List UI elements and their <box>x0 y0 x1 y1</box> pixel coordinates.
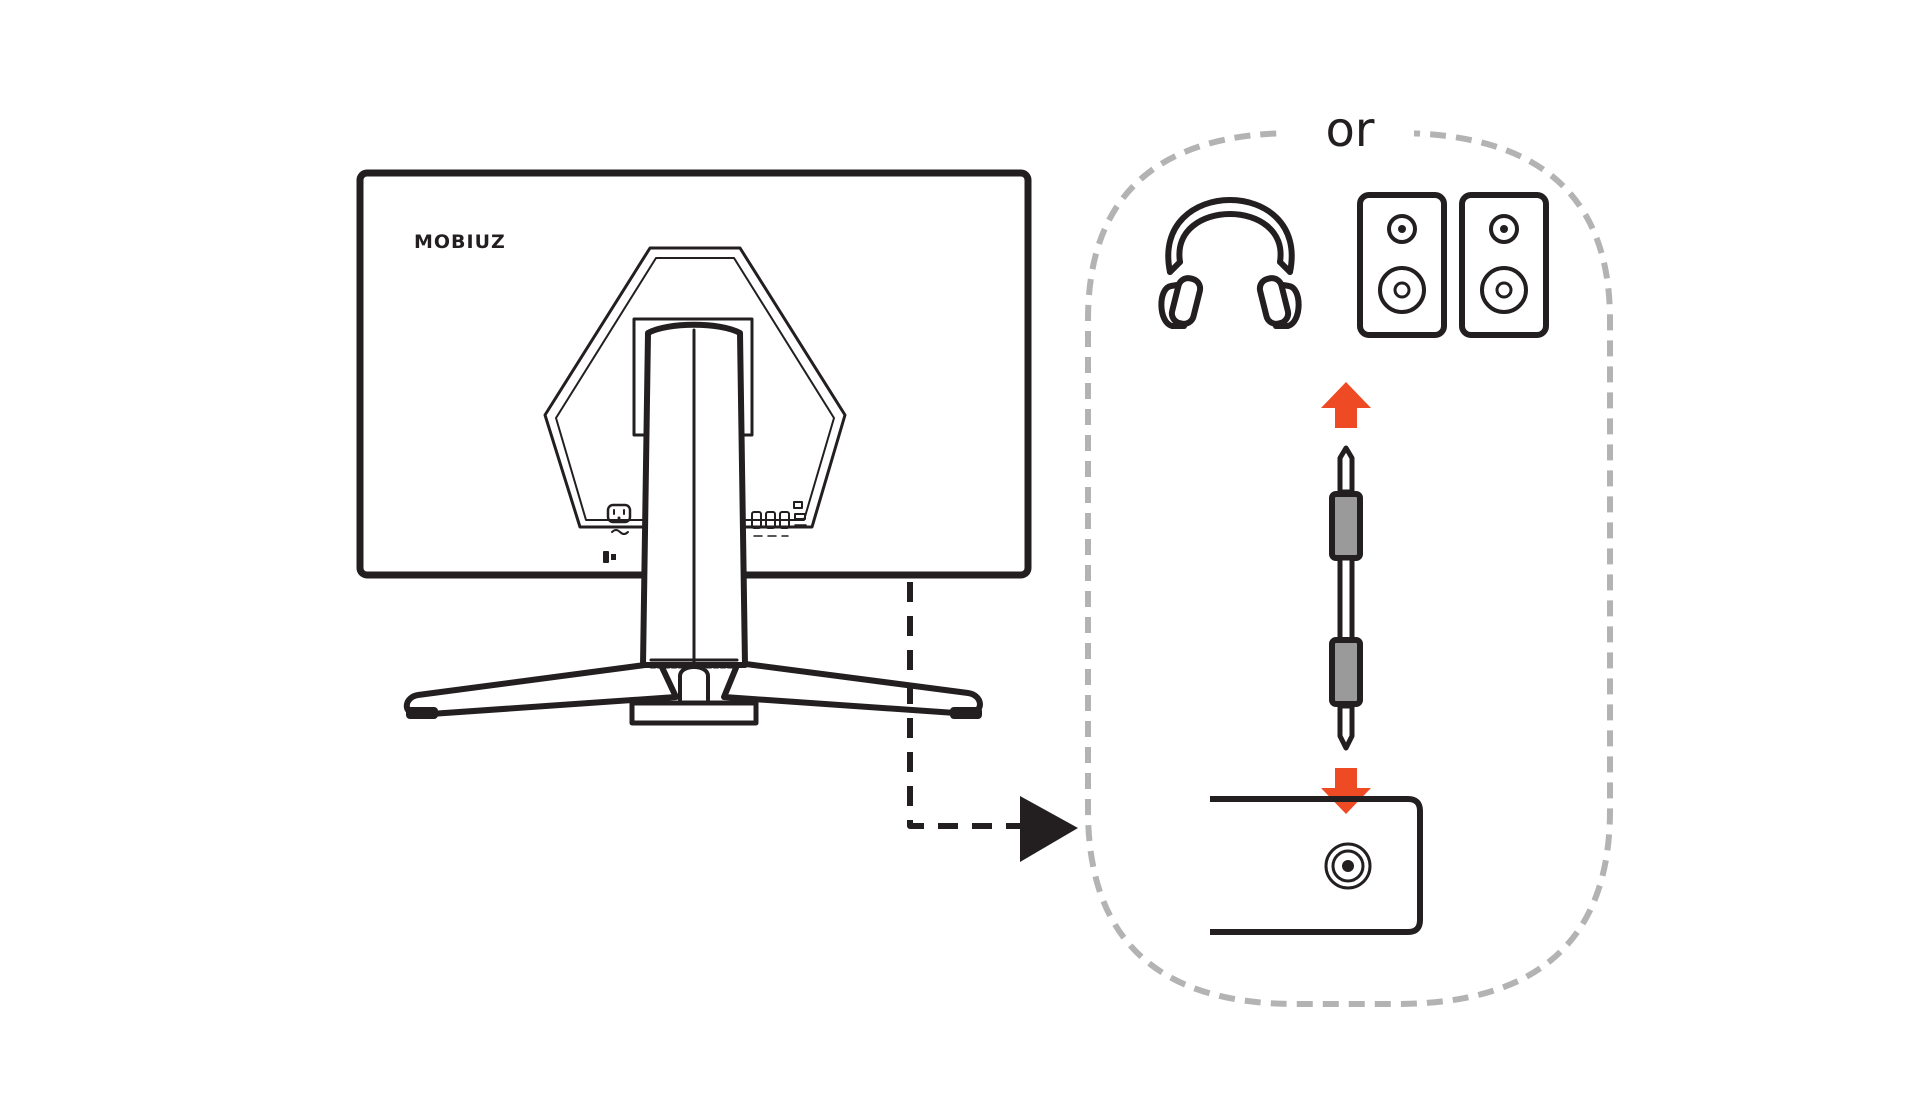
jack-panel <box>1210 796 1423 935</box>
kensington-lock-icon <box>603 551 616 563</box>
brand-logo: MOBIUZ <box>414 231 506 253</box>
cable-plug-lower <box>1329 637 1363 707</box>
io-ports-icon <box>751 501 807 537</box>
or-separator: or <box>1325 102 1374 158</box>
audio-cable-icon <box>1329 445 1363 751</box>
stand-base <box>403 660 983 726</box>
arrow-down-icon <box>1321 768 1371 814</box>
cable-plug-upper <box>1329 491 1363 561</box>
speaker-left <box>1357 192 1447 338</box>
stand-neck <box>640 321 748 669</box>
headphones-icon <box>1158 197 1302 329</box>
rear-housing <box>543 246 847 529</box>
accessory-panel-outline <box>1085 130 1613 1007</box>
speaker-right <box>1459 192 1549 338</box>
power-socket-icon <box>606 503 632 535</box>
pointer-arrow-icon <box>1020 796 1078 862</box>
arrow-up-icon <box>1321 382 1371 428</box>
monitor-rear-icon <box>356 169 1032 829</box>
speakers-icon <box>1357 192 1549 338</box>
connection-guide-line <box>907 582 1026 829</box>
headphone-jack-icon <box>1210 796 1423 935</box>
